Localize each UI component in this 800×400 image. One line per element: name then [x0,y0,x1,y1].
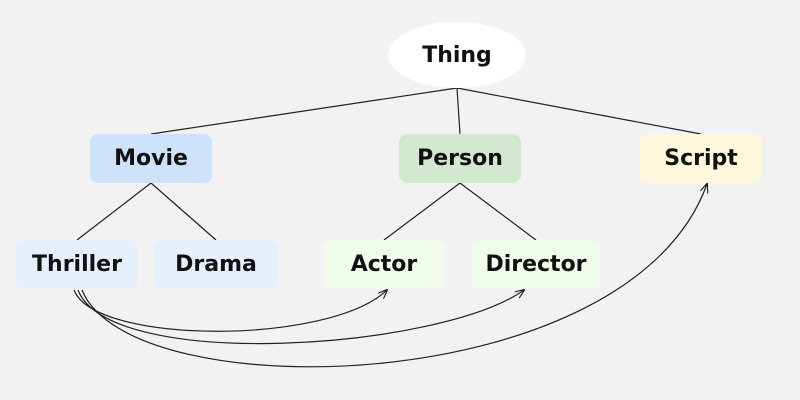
edge-thing-movie [150,87,458,135]
node-drama: Drama [155,240,277,289]
relation-thriller-director [77,290,524,345]
edge-person-actor [383,182,461,241]
edge-thing-person [456,87,461,135]
node-thing: Thing [388,22,526,88]
edge-thing-script [456,87,702,135]
edge-movie-drama [150,182,217,241]
node-director: Director [472,240,600,289]
node-actor: Actor [323,240,445,289]
node-movie: Movie [90,134,212,183]
relation-thriller-script [81,184,707,368]
edge-movie-thriller [76,182,152,241]
edge-person-director [459,182,537,241]
node-thriller: Thriller [16,240,138,289]
node-person: Person [399,134,521,183]
node-script: Script [640,134,762,183]
